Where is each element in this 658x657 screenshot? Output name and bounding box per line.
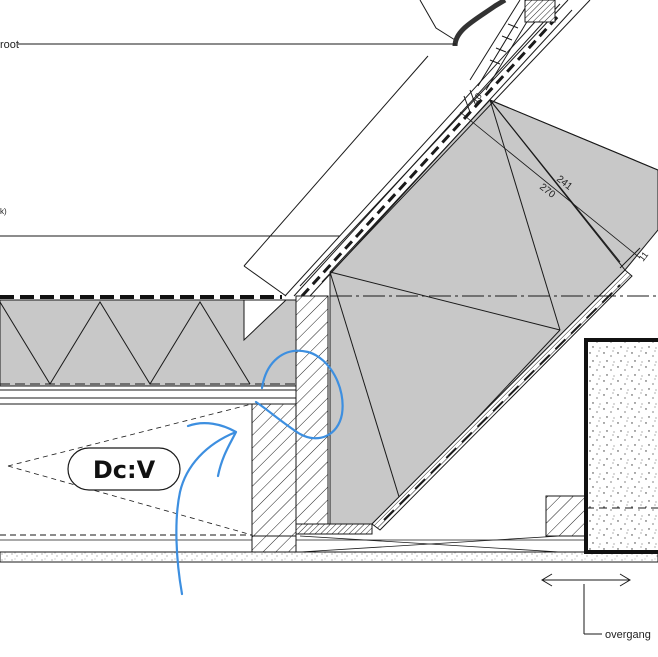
concrete-column [584,338,658,554]
wall-base-strip [295,523,373,535]
markup-strokes[interactable] [175,349,344,596]
sloped-insulation-structure [329,99,658,501]
view-cone [7,403,253,536]
annotation-tag-text: Dc:V [93,456,156,484]
label-root: root [0,39,19,51]
floor-bracing [299,535,561,553]
flat-roof [0,295,297,405]
reference-lines [0,43,658,541]
dim-18: 18 [470,91,484,105]
label-overgang: overgang [605,629,651,641]
markup-arrow[interactable] [175,422,238,596]
label-k: k) [0,207,7,216]
markup-loop[interactable] [254,349,344,440]
annotation-tag[interactable]: Dc:V [67,447,181,491]
slope-inner-hatch [371,269,633,531]
ridge-tile [419,0,556,91]
floor-slab [0,551,658,563]
overgang-indicator [541,573,631,635]
slope-vapour-layer [383,284,621,521]
wall-center-hatched [295,295,329,525]
wall-right-block [545,495,587,537]
